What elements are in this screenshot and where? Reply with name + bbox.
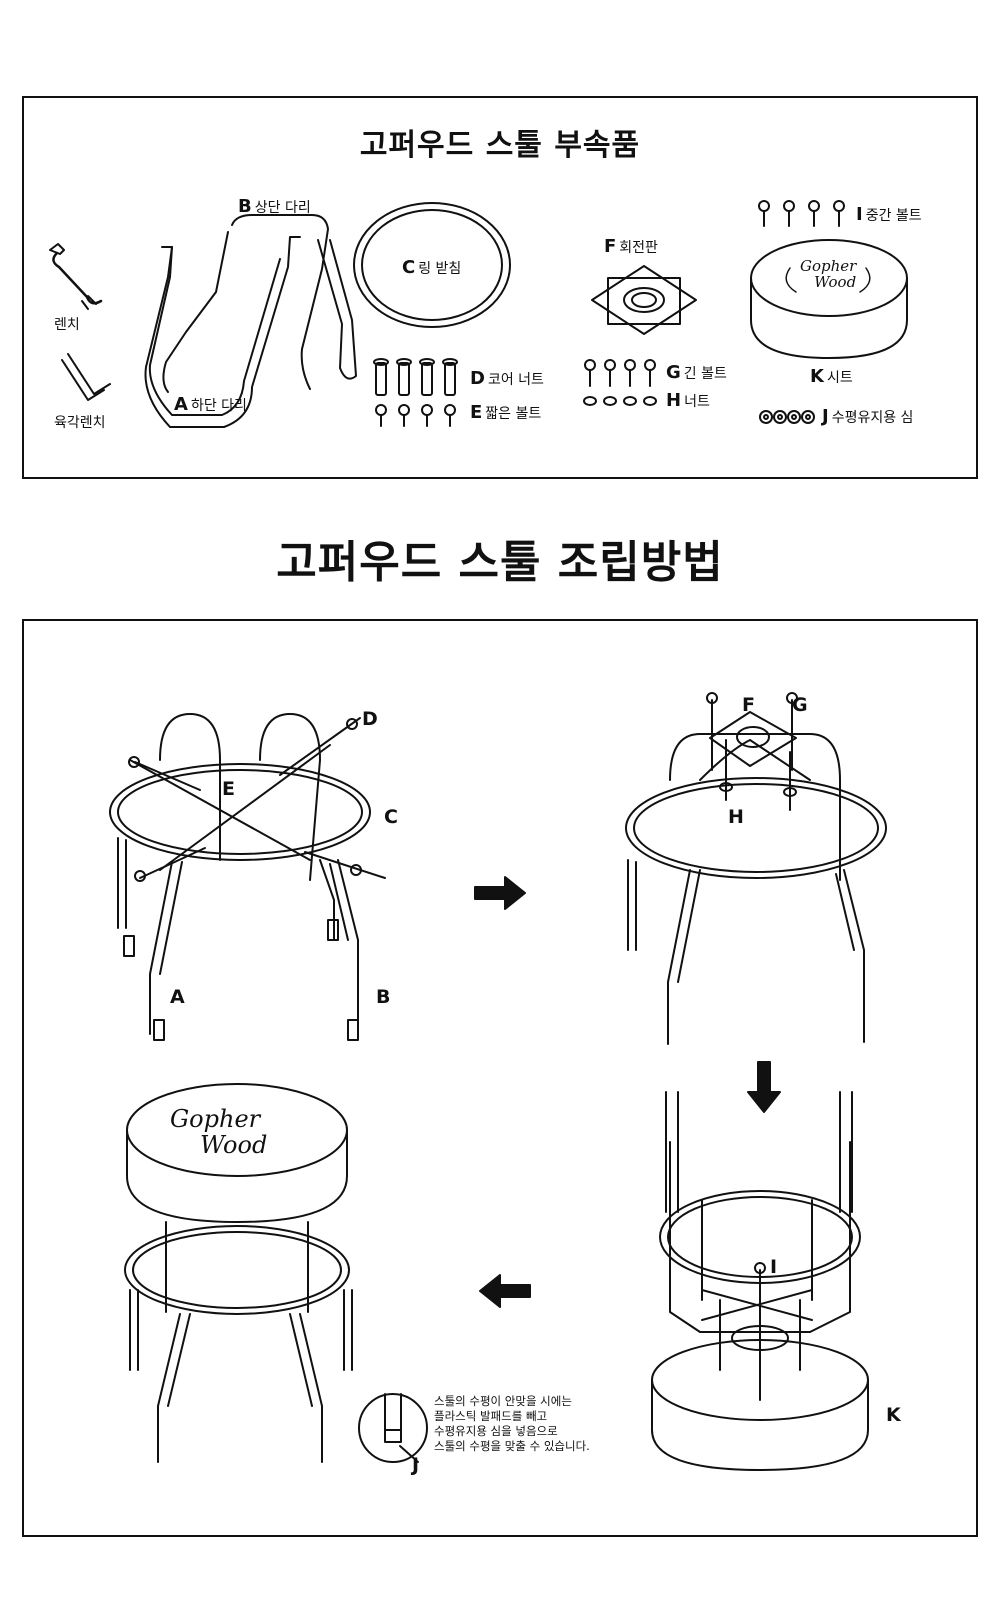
part-k-letter: K [810,366,824,387]
step1-diagram [109,713,386,1041]
part-b-letter: B [238,196,252,217]
lower-leg-part [144,236,301,428]
part-e-letter: E [470,402,483,423]
arrow-right-icon [474,876,526,910]
part-d-name: 코어 너트 [487,372,544,388]
note-line-3: 수평유지용 심을 넣음으로 [434,1424,558,1438]
part-d-letter: D [470,368,485,389]
short-bolts-icon [375,404,456,427]
logo-line2: Wood [814,273,857,291]
step2-callout-f: F [742,694,755,716]
long-bolts-icon [584,359,656,387]
assembly-panel [22,619,978,1537]
step4-diagram [124,1083,428,1463]
nuts-icon [583,396,657,406]
parts-panel [22,96,978,479]
logo-line1: Gopher [170,1105,261,1133]
step1-callout-e: E [222,778,235,800]
shims-icon [759,410,815,424]
part-c-letter: C [402,257,416,278]
swivel-plate-part [591,265,697,335]
part-f-letter: F [604,236,617,257]
step2-callout-g: G [792,694,808,716]
step4-callout-j: J [412,1454,420,1476]
logo-line2: Wood [200,1131,268,1159]
note-line-4: 스툴의 수평을 맞출 수 있습니다. [434,1439,590,1453]
note-line-1: 스툴의 수평이 안맞을 시에는 [434,1394,572,1408]
part-e-name: 짧은 볼트 [485,406,542,422]
leveling-note: 스툴의 수평이 안맞을 시에는 플라스틱 발패드를 빼고 수평유지용 심을 넣음… [434,1394,590,1454]
seat-logo-large: Gopher Wood [170,1106,267,1158]
part-i-letter: I [856,204,863,225]
part-h-name: 너트 [684,394,710,410]
wrench-label: 렌치 [54,317,80,333]
step2-callout-h: H [728,806,744,828]
part-a-letter: A [174,394,188,415]
part-k-name: 시트 [826,370,853,386]
note-line-2: 플라스틱 발패드를 빼고 [434,1409,548,1423]
step3-callout-i: I [770,1256,778,1278]
part-a-name: 하단 다리 [190,398,247,414]
part-i-name: 중간 볼트 [865,208,922,224]
step3-diagram [651,1091,869,1471]
seat-part [750,239,908,359]
assembly-title: 고퍼우드 스툴 조립방법 [276,537,724,588]
step3-callout-k: K [886,1404,901,1426]
part-g-letter: G [666,362,681,383]
upper-leg-part [162,214,357,393]
step1-callout-c: C [384,806,398,828]
middle-bolts-icon [758,200,845,227]
part-g-name: 긴 볼트 [683,366,727,382]
arrow-down-icon [747,1061,781,1113]
part-b-name: 상단 다리 [254,200,311,216]
part-c-name: 링 받침 [418,261,462,277]
hex-wrench-label: 육각렌치 [54,415,106,431]
seat-logo-small: Gopher Wood [800,258,856,290]
part-f-name: 회전판 [619,240,658,256]
part-j-name: 수평유지용 심 [831,410,914,426]
step2-diagram [625,692,887,1045]
part-j-letter: J [822,406,829,427]
wrench-icon [49,243,103,310]
logo-line1: Gopher [800,257,857,275]
hex-wrench-icon [61,353,111,401]
ring-part [353,202,511,328]
step1-callout-d: D [362,708,378,730]
step1-callout-a: A [170,986,185,1008]
part-h-letter: H [666,390,682,411]
arrow-left-icon [479,1274,531,1308]
step1-callout-b: B [376,986,391,1008]
core-nuts-icon [373,358,458,396]
parts-title: 고퍼우드 스툴 부속품 [359,128,641,163]
